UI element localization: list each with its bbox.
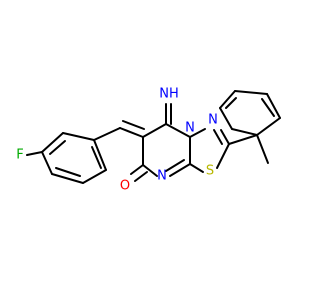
- bond: [234, 90, 268, 95]
- bond: [256, 134, 269, 164]
- pyrimidine-ring: [142, 123, 191, 177]
- bond: [266, 93, 281, 119]
- bond: [256, 117, 281, 136]
- bond: [142, 123, 167, 138]
- bond: [220, 129, 230, 145]
- bond: [189, 128, 206, 138]
- structure-canvas: NH N N N S O F: [16, 86, 281, 194]
- sulfur-label: S: [206, 164, 214, 179]
- pyrimidine-nitrogen-label: N: [157, 169, 167, 184]
- bond: [213, 129, 223, 145]
- bond: [228, 134, 258, 145]
- bond: [219, 90, 236, 109]
- bond: [169, 163, 191, 177]
- bond: [142, 164, 158, 177]
- bond: [119, 127, 144, 138]
- bond: [189, 163, 204, 173]
- bond: [165, 123, 191, 138]
- imine-label: NH: [159, 87, 179, 102]
- fluorine-label: F: [16, 148, 23, 163]
- ring-nitrogen-label: N: [185, 121, 195, 136]
- thiadiazole-nitrogen-label: N: [208, 113, 218, 128]
- bond: [93, 127, 121, 141]
- bond: [91, 146, 102, 169]
- bond: [216, 143, 230, 169]
- bond: [219, 107, 233, 130]
- oxygen-label: O: [120, 179, 130, 194]
- bond: [41, 132, 64, 153]
- bond: [261, 98, 275, 117]
- fluorophenyl-ring: [41, 132, 107, 184]
- bond: [165, 159, 185, 172]
- molecule-structure: NH N N N S O F: [16, 87, 281, 194]
- tolyl-ring: [219, 90, 281, 136]
- bond: [225, 97, 237, 109]
- bond: [41, 151, 53, 175]
- bond: [231, 128, 258, 136]
- bond: [93, 139, 107, 171]
- thiadiazole-ring: [189, 128, 230, 173]
- bond: [82, 169, 107, 184]
- bond: [26, 151, 43, 156]
- bond: [49, 140, 66, 155]
- vinyl-linkage: [93, 120, 145, 141]
- bond: [134, 171, 148, 182]
- bond: [130, 164, 144, 175]
- bond: [122, 120, 145, 130]
- bond: [62, 132, 95, 141]
- bond: [55, 167, 81, 177]
- bond: [51, 173, 84, 184]
